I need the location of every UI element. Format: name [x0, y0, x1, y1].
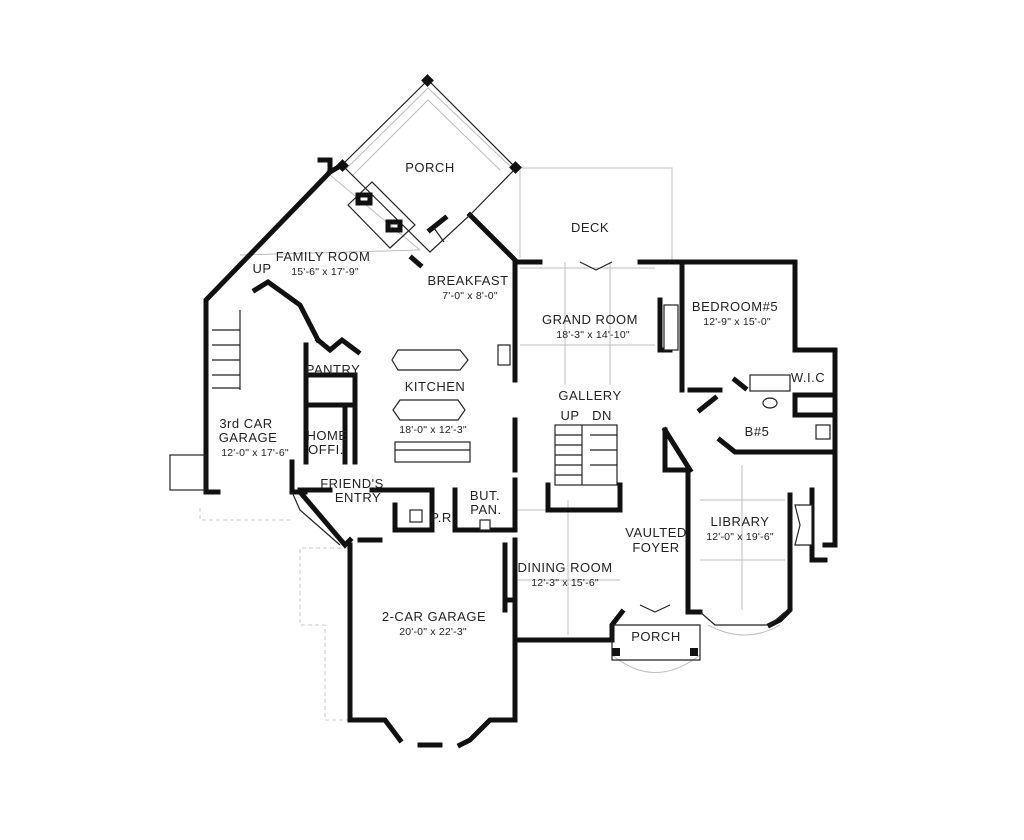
butler-pantry-line2: PAN.	[470, 502, 501, 517]
gallery-dn-label: DN	[592, 408, 612, 423]
porch-post	[690, 648, 698, 656]
breakfast-label: BREAKFAST	[427, 273, 508, 288]
outlines	[169, 74, 831, 661]
dining-room-dims: 12'-3" x 15'-6"	[531, 577, 599, 589]
bath5-label: B#5	[745, 424, 770, 439]
butler-pantry-line1: BUT.	[470, 488, 500, 503]
dining-room-label: DINING ROOM	[517, 560, 612, 575]
room-labels: PORCH DECK FAMILY ROOM 15'-6" x 17'-9" U…	[219, 160, 825, 644]
family-room-dims: 15'-6" x 17'-9"	[291, 266, 359, 278]
grand-room-dims: 18'-3" x 14'-10"	[556, 329, 630, 341]
library-dims: 12'-0" x 19'-6"	[706, 531, 774, 543]
porch-front-label: PORCH	[631, 629, 680, 644]
kitchen-dims: 18'-0" x 12'-3"	[399, 424, 467, 436]
breakfast-dims: 7'-0" x 8'-0"	[442, 290, 498, 302]
two-car-garage-label: 2-CAR GARAGE	[382, 609, 486, 624]
vaulted-foyer-line1: VAULTED	[625, 525, 687, 540]
vaulted-foyer-line2: FOYER	[632, 540, 679, 555]
two-car-garage-dims: 20'-0" x 22'-3"	[399, 626, 467, 638]
wic-label: W.I.C	[791, 370, 825, 385]
gallery-label: GALLERY	[558, 388, 621, 403]
porch-post	[421, 74, 434, 87]
context-lines	[199, 87, 785, 721]
bedroom5-label: BEDROOM#5	[692, 299, 778, 314]
home-office-line1: HOME	[307, 428, 348, 443]
friends-entry-line2: ENTRY	[335, 490, 381, 505]
porch-rear-label: PORCH	[405, 160, 454, 175]
third-garage-dims: 12'-0" x 17'-6"	[221, 447, 289, 459]
bedroom5-dims: 12'-9" x 15'-0"	[703, 316, 771, 328]
kitchen-label: KITCHEN	[405, 379, 466, 394]
deck-label: DECK	[571, 220, 609, 235]
stair-up-left-label: UP	[252, 261, 271, 276]
friends-entry-line1: FRIEND'S	[320, 476, 384, 491]
third-garage-label-line1: 3rd CAR	[219, 416, 272, 431]
library-label: LIBRARY	[711, 514, 770, 529]
pantry-label: PANTRY	[306, 362, 361, 377]
gallery-up-label: UP	[560, 408, 579, 423]
powder-room-label: P.R	[430, 510, 452, 525]
family-room-label: FAMILY ROOM	[276, 249, 371, 264]
porch-post	[612, 648, 620, 656]
porch-post	[336, 159, 349, 172]
third-garage-label-line2: GARAGE	[219, 430, 278, 445]
grand-room-label: GRAND ROOM	[542, 312, 638, 327]
home-office-line2: OFFI.	[308, 442, 344, 457]
